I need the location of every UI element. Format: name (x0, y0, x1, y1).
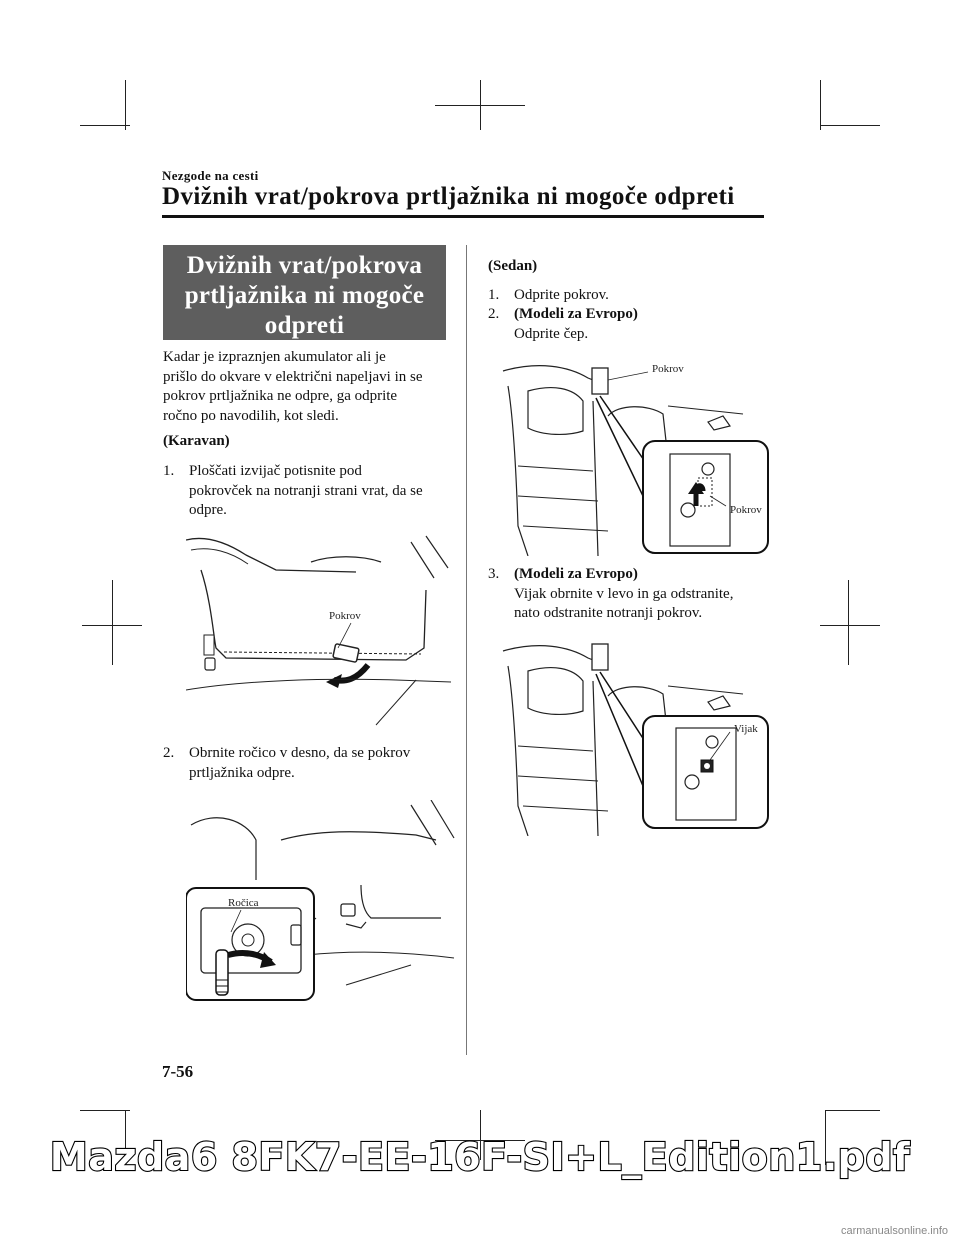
page-title: Dvižnih vrat/pokrova prtljažnika ni mogo… (162, 183, 735, 210)
sedan-step-3: 3. (Modeli za Evropo) Vijak obrnite v le… (488, 565, 768, 627)
intro-line: Kadar je izpraznjen akumulator ali je (163, 349, 386, 365)
step-line: pokrovček na notranji strani vrat, da se (189, 482, 423, 499)
figure-sedan-screw: Vijak (502, 643, 769, 836)
figure-label-pokrov-top: Pokrov (652, 363, 684, 375)
karavan-heading: (Karavan) (163, 433, 230, 449)
topic-title-line: prtljažnika ni mogoče (184, 282, 425, 309)
step-number: 1. (163, 463, 175, 479)
figure-lever: Ročica (186, 800, 455, 1001)
figure-liftgate-cover: Pokrov (186, 535, 452, 726)
figure-label-pokrov: Pokrov (329, 610, 361, 622)
document-footer: Mazda6 8FK7-EE-16F-SI+L_Edition1.pdf (49, 1134, 911, 1180)
topic-title-box: Dvižnih vrat/pokrova prtljažnika ni mogo… (163, 245, 446, 340)
step-text: Ploščati izvijač potisnite pod pokrovček… (189, 462, 423, 521)
figure-sedan-cover: Pokrov Pokrov (502, 363, 769, 556)
intro-line: prišlo do okvare v električni napeljavi … (163, 368, 423, 385)
step-number: 3. (488, 566, 500, 582)
step-number: 2. (488, 306, 500, 322)
section-label: Nezgode na cesti (162, 168, 259, 183)
karavan-step-2: 2. Obrnite ročico v desno, da se pokrov … (163, 744, 453, 786)
column-divider (466, 245, 467, 1055)
step-number: 2. (163, 745, 175, 761)
step-line: Odprite čep. (514, 325, 589, 342)
step-line: Obrnite ročico v desno, da se pokrov (189, 745, 411, 761)
step-number: 1. (488, 287, 500, 303)
step-line: (Modeli za Evropo) (514, 306, 638, 322)
step-line: Ploščati izvijač potisnite pod (189, 463, 362, 479)
figure-label-pokrov-inset: Pokrov (730, 504, 762, 516)
watermark: carmanualsonline.info (840, 1225, 948, 1237)
sedan-step-1: 1. Odprite pokrov. (488, 286, 768, 306)
step-text: Odprite pokrov. (514, 287, 609, 303)
step-line: (Modeli za Evropo) (514, 566, 638, 582)
topic-title-line: Dvižnih vrat/pokrova (186, 252, 423, 279)
step-line: prtljažnika odpre. (189, 764, 295, 781)
topic-title-line: odpreti (264, 312, 345, 339)
step-line: Vijak obrnite v levo in ga odstranite, (514, 585, 734, 602)
sedan-heading: (Sedan) (488, 258, 538, 274)
intro-line: pokrov prtljažnika ne odpre, ga odprite (163, 388, 398, 404)
step-text: (Modeli za Evropo) Vijak obrnite v levo … (514, 565, 733, 624)
page-number: 7-56 (162, 1062, 194, 1081)
figure-label-vijak: Vijak (734, 723, 758, 735)
step-line: odpre. (189, 502, 227, 518)
step-text: Obrnite ročico v desno, da se pokrov prt… (189, 744, 410, 783)
intro-paragraph: Kadar je izpraznjen akumulator ali je pr… (163, 348, 423, 426)
step-text: (Modeli za Evropo) Odprite čep. (514, 305, 638, 344)
karavan-step-1: 1. Ploščati izvijač potisnite pod pokrov… (163, 462, 453, 522)
sedan-step-2: 2. (Modeli za Evropo) Odprite čep. (488, 305, 768, 347)
intro-line: ročno po navodilih, kot sledi. (163, 407, 339, 424)
figure-label-rocica: Ročica (228, 897, 259, 909)
step-line: nato odstranite notranji pokrov. (514, 605, 703, 621)
title-rule (162, 215, 764, 218)
